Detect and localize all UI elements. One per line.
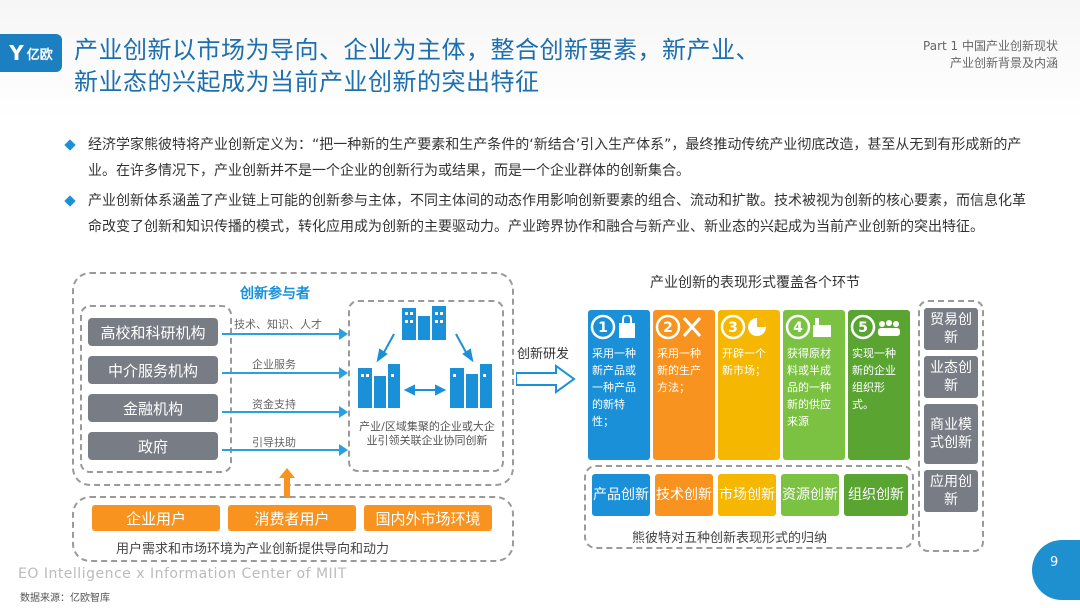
rd-label: 创新研发 bbox=[517, 347, 570, 362]
step-4: 4 获得原材料或半成品的一种新的供应来源 bbox=[783, 310, 845, 460]
cluster-frame bbox=[348, 300, 504, 472]
svg-text:2: 2 bbox=[663, 320, 673, 336]
innovation-product: 产品创新 bbox=[592, 474, 650, 516]
svg-text:3: 3 bbox=[728, 320, 738, 336]
flow-arrow-4 bbox=[222, 444, 348, 456]
flow-arrow-1 bbox=[222, 328, 348, 340]
innovation-types-frame bbox=[584, 465, 914, 549]
rd-arrow-icon bbox=[516, 364, 576, 394]
footer-source: 数据来源：亿欧智库 bbox=[20, 593, 110, 604]
bullet-text: 经济学家熊彼特将产业创新定义为：“把一种新的生产要素和生产条件的‘新结合’引入生… bbox=[88, 137, 1022, 179]
step-1: 1 采用一种新产品或一种产品的新特性； bbox=[588, 310, 650, 460]
pie-chart-icon bbox=[748, 318, 766, 336]
svg-text:4: 4 bbox=[793, 320, 803, 336]
step-number-4-icon: 4 bbox=[785, 314, 811, 340]
participant-intermediaries: 中介服务机构 bbox=[88, 356, 218, 384]
title-line-2: 新业态的兴起成为当前产业创新的突出特征 bbox=[74, 68, 540, 96]
participants-title: 创新参与者 bbox=[240, 286, 310, 302]
cluster-description: 产业/区域集聚的企业或大企业引领关联企业协同创新 bbox=[359, 420, 495, 447]
bullet-2: 产业创新体系涵盖了产业链上可能的创新参与主体，不同主体间的动态作用影响创新要素的… bbox=[64, 188, 1026, 240]
step-5: 5 实现一种新的企业组织形式。 bbox=[848, 310, 910, 460]
side-format-innovation: 业态创新 bbox=[924, 356, 978, 398]
side-trade-innovation: 贸易创新 bbox=[924, 308, 978, 350]
innovation-market: 市场创新 bbox=[718, 474, 776, 516]
factory-icon bbox=[813, 318, 831, 337]
innovation-types-caption: 熊彼特对五种创新表现形式的归纳 bbox=[632, 531, 828, 546]
bullet-text: 产业创新体系涵盖了产业链上可能的创新参与主体，不同主体间的动态作用影响创新要素的… bbox=[88, 193, 1026, 235]
header-background bbox=[0, 0, 1080, 120]
logo: Y 亿欧 bbox=[0, 34, 62, 72]
participants-inner-frame bbox=[80, 305, 232, 473]
bullet-diamond-icon bbox=[64, 139, 76, 151]
footer-org: EO Intelligence x Information Center of … bbox=[18, 566, 347, 582]
page-badge bbox=[1032, 540, 1080, 600]
flow-label-3: 资金支持 bbox=[252, 398, 296, 411]
tools-icon bbox=[682, 317, 702, 337]
participant-financial: 金融机构 bbox=[88, 394, 218, 422]
flow-arrow-2 bbox=[222, 367, 348, 379]
step-number-1-icon: 1 bbox=[590, 314, 616, 340]
logo-text: 亿欧 bbox=[26, 47, 53, 63]
part-line-1: Part 1 中国产业创新现状 bbox=[923, 39, 1058, 53]
step-4-text: 获得原材料或半成品的一种新的供应来源 bbox=[787, 347, 831, 428]
side-innovations-frame bbox=[918, 300, 984, 552]
flow-label-4: 引导扶助 bbox=[252, 436, 296, 449]
step-2: 2 采用一种新的生产方法； bbox=[653, 310, 715, 460]
demand-market-environment: 国内外市场环境 bbox=[364, 505, 492, 531]
user-demand-caption: 用户需求和市场环境为产业创新提供导向和动力 bbox=[116, 542, 390, 557]
up-arrow-icon bbox=[279, 468, 295, 498]
step-2-text: 采用一种新的生产方法； bbox=[657, 347, 701, 394]
part-line-2: 产业创新背景及内涵 bbox=[949, 56, 1058, 70]
flow-label-1: 技术、知识、人才 bbox=[234, 318, 322, 331]
page-title: 产业创新以市场为导向、企业为主体，整合创新要素，新产业、 新业态的兴起成为当前产… bbox=[74, 34, 760, 98]
innovation-organization: 组织创新 bbox=[844, 474, 908, 516]
title-line-1: 产业创新以市场为导向、企业为主体，整合创新要素，新产业、 bbox=[74, 36, 760, 64]
demand-consumer-users: 消费者用户 bbox=[228, 505, 356, 531]
step-number-2-icon: 2 bbox=[655, 314, 681, 340]
participant-universities: 高校和科研机构 bbox=[88, 318, 218, 346]
page-number: 9 bbox=[1050, 555, 1059, 570]
buildings-icon bbox=[358, 306, 492, 408]
step-number-5-icon: 5 bbox=[850, 314, 876, 340]
step-1-text: 采用一种新产品或一种产品的新特性； bbox=[592, 347, 636, 428]
innovation-technology: 技术创新 bbox=[655, 474, 713, 516]
people-icon bbox=[878, 320, 900, 336]
logo-glyph: Y bbox=[9, 41, 24, 65]
step-3: 3 开辟一个新市场； bbox=[718, 310, 780, 460]
demand-enterprise-users: 企业用户 bbox=[92, 505, 220, 531]
flow-arrow-3 bbox=[222, 406, 348, 418]
svg-text:5: 5 bbox=[858, 320, 868, 336]
step-number-3-icon: 3 bbox=[720, 314, 746, 340]
user-demand-frame bbox=[72, 496, 514, 562]
step-5-text: 实现一种新的企业组织形式。 bbox=[852, 347, 896, 411]
svg-text:1: 1 bbox=[598, 320, 608, 336]
flow-label-2: 企业服务 bbox=[252, 358, 296, 371]
shopping-bag-icon bbox=[619, 315, 635, 338]
forms-title: 产业创新的表现形式覆盖各个环节 bbox=[650, 275, 860, 291]
bullet-diamond-icon bbox=[64, 195, 76, 207]
side-application-innovation: 应用创新 bbox=[924, 470, 978, 512]
participants-frame bbox=[72, 272, 514, 486]
side-business-model-innovation: 商业模式创新 bbox=[924, 404, 978, 464]
innovation-resource: 资源创新 bbox=[781, 474, 839, 516]
step-3-text: 开辟一个新市场； bbox=[722, 347, 766, 377]
section-label: Part 1 中国产业创新现状 产业创新背景及内涵 bbox=[923, 38, 1058, 72]
bullet-1: 经济学家熊彼特将产业创新定义为：“把一种新的生产要素和生产条件的‘新结合’引入生… bbox=[64, 132, 1026, 184]
participant-government: 政府 bbox=[88, 432, 218, 460]
